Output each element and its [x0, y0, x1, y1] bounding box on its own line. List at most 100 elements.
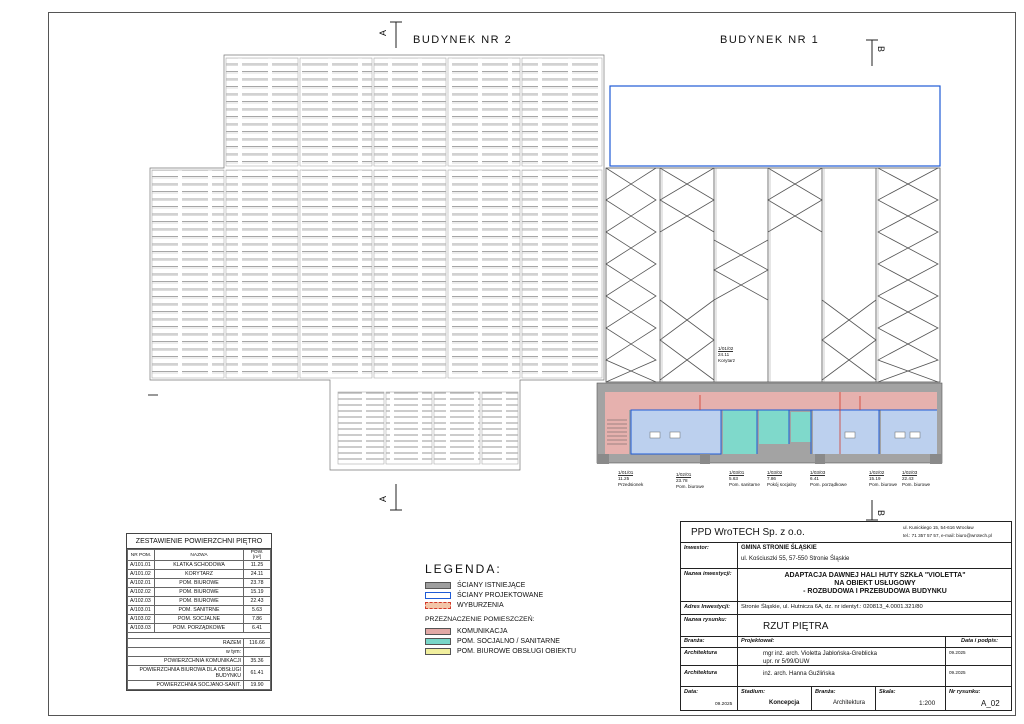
designer-1-name: mgr inż. arch. Violetta Jabłońska-Grebli… — [763, 651, 877, 657]
address-label: Adres Inwestycji: — [684, 604, 731, 610]
cell: POWIERZCHNIA KOMUNIKACJI — [127, 656, 244, 666]
cell: 15.19 — [243, 587, 271, 597]
building-2-roof-bays — [151, 57, 603, 465]
summary-header: NAZWA — [154, 549, 244, 561]
discipline-architecture-2: Architektura — [684, 670, 717, 676]
cell: A/102.02 — [127, 587, 155, 597]
cell: RAZEM — [127, 638, 244, 648]
cell: A/103.02 — [127, 614, 155, 624]
discipline-architecture: Architektura — [684, 650, 717, 656]
cell: A/102.03 — [127, 596, 155, 606]
table-row: w tym: — [127, 647, 271, 657]
cell: 116.66 — [243, 638, 271, 648]
footer-scale-label: Skala: — [879, 689, 896, 695]
project-title-3: - ROZBUDOWA I PRZEBUDOWA BUDYNKU — [803, 588, 947, 595]
cell: 23.78 — [243, 578, 271, 588]
cell: 22.43 — [243, 596, 271, 606]
section-mark-b-top: B — [876, 45, 887, 53]
cell: 5.63 — [243, 605, 271, 615]
legend-item: POM. SOCJALNO / SANITARNE — [425, 636, 605, 646]
section-mark-b-bottom: B — [876, 509, 887, 517]
cell: A/103.01 — [127, 605, 155, 615]
table-row: POWIERZCHNIA SOCJANO-SANIT.19.90 — [127, 680, 271, 690]
designer-2-date: 09.2025 — [949, 670, 966, 675]
legend-item: ŚCIANY PROJEKTOWANE — [425, 590, 605, 600]
footer-stage-label: Stadium: — [741, 689, 765, 695]
section-lines — [390, 21, 878, 521]
cell: 7.86 — [243, 614, 271, 624]
legend-label: ŚCIANY PROJEKTOWANE — [457, 591, 544, 599]
section-mark-a-bottom: A — [378, 495, 389, 503]
project-title-2: NA OBIEKT USŁUGOWY — [834, 580, 916, 587]
footer-number-value: A_02 — [981, 699, 1000, 708]
building-2-outline — [149, 54, 605, 471]
legend-label: WYBURZENIA — [457, 601, 504, 609]
branza-label: Branża: — [684, 638, 705, 644]
company-name: PPD WroTECH Sp. z o.o. — [691, 527, 805, 538]
investment-address: Stronie Śląskie, ul. Hutnicza 6A, dz. nr… — [741, 604, 923, 610]
legend-label: ŚCIANY ISTNIEJĄCE — [457, 581, 526, 589]
company-contact: tel.: 71 357 57 57, e-mail: biuro@wrotec… — [903, 533, 992, 538]
footer-stage-value: Koncepcja — [769, 700, 800, 706]
legend-item: WYBURZENIA — [425, 600, 605, 610]
footer-number-label: Nr rysunku: — [949, 689, 981, 695]
building-1-label: BUDYNEK NR 1 — [720, 34, 820, 46]
legend: LEGENDA: ŚCIANY ISTNIEJĄCE ŚCIANY PROJEK… — [425, 562, 605, 656]
cell: 19.90 — [243, 680, 271, 690]
project-label: Nazwa inwestycji: — [684, 571, 732, 577]
legend-label: POM. BIUROWE OBSŁUGI OBIEKTU — [457, 647, 577, 655]
section-mark-a-top: A — [378, 29, 389, 37]
cell: POM. SOCJALNE — [154, 614, 244, 624]
cell: 6.41 — [243, 623, 271, 633]
cell: POWIERZCHNIA BIUROWA DLA OBSŁUGI BUDYNKU — [127, 665, 244, 681]
designed-by-label: Projektował: — [741, 638, 775, 644]
footer-date-label: Data: — [684, 689, 698, 695]
cell: A/101.01 — [127, 560, 155, 570]
legend-subtitle: PRZEZNACZENIE POMIESZCZEŃ: — [425, 616, 535, 623]
summary-title: ZESTAWIENIE POWIERZCHNI PIĘTRO — [127, 534, 271, 549]
drawing-name: RZUT PIĘTRA — [763, 621, 829, 632]
cell: A/101.02 — [127, 569, 155, 579]
project-title-1: ADAPTACJA DAWNEJ HALI HUTY SZKŁA "VIOLET… — [784, 572, 966, 579]
cell: A/102.01 — [127, 578, 155, 588]
footer-scale-value: 1:200 — [919, 700, 936, 707]
cell: 35.36 — [243, 656, 271, 666]
table-row: POWIERZCHNIA BIUROWA DLA OBSŁUGI BUDYNKU… — [127, 665, 271, 681]
cell: KLATKA SCHODOWA — [154, 560, 244, 570]
footer-date-value: 09.2025 — [715, 702, 733, 707]
building-2-label: BUDYNEK NR 2 — [413, 34, 513, 46]
legend-label: POM. SOCJALNO / SANITARNE — [457, 637, 560, 645]
building-1-truss-grid — [605, 167, 941, 383]
investor-name: GMINA STRONIE ŚLĄSKIE — [741, 545, 817, 551]
designer-1-license: upr. nr 5/99/DUW — [763, 659, 810, 665]
title-block: PPD WroTECH Sp. z o.o. ul. Kunickiego 15… — [680, 521, 1012, 711]
area-summary-table: ZESTAWIENIE POWIERZCHNI PIĘTRO NR POM. N… — [126, 533, 272, 691]
legend-item: KOMUNIKACJA — [425, 626, 605, 636]
legend-swatch — [425, 581, 451, 589]
cell: POM. BIUROWE — [154, 596, 244, 606]
drawing-sheet-border — [48, 12, 1016, 716]
legend-swatch — [425, 601, 451, 609]
cell: 11.25 — [243, 560, 271, 570]
rooms-plan — [596, 382, 943, 464]
cell: POM. BIUROWE — [154, 578, 244, 588]
footer-discipline-label: Branża: — [815, 689, 836, 695]
cell: POWIERZCHNIA SOCJANO-SANIT. — [127, 680, 244, 690]
